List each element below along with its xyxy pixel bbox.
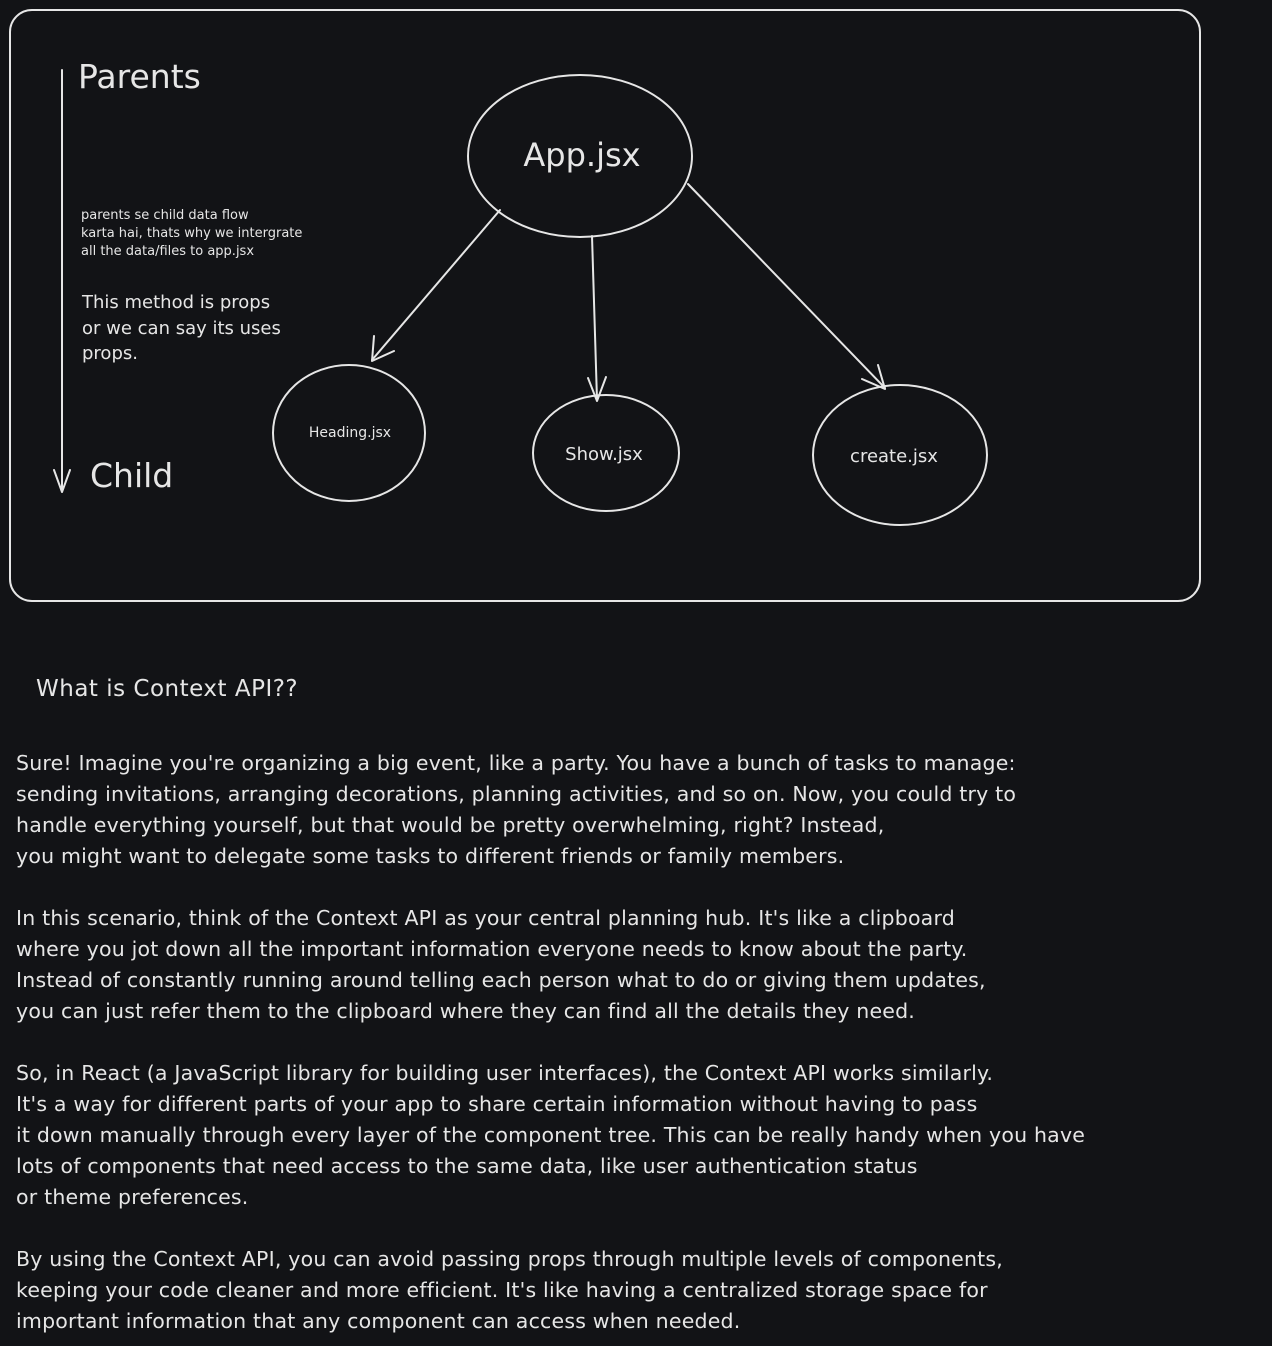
paragraph-2-line-4: you can just refer them to the clipboard… bbox=[16, 999, 916, 1023]
node-show-ellipse bbox=[532, 394, 680, 512]
paragraph-4-line-3: important information that any component… bbox=[16, 1309, 741, 1333]
paragraph-3-line-3: it down manually through every layer of … bbox=[16, 1123, 1086, 1147]
paragraph-2-line-1: In this scenario, think of the Context A… bbox=[16, 906, 955, 930]
node-app-ellipse bbox=[467, 74, 693, 238]
paragraph-1: Sure! Imagine you're organizing a big ev… bbox=[16, 748, 1266, 872]
node-create-label: create.jsx bbox=[850, 446, 938, 467]
paragraph-4-line-2: keeping your code cleaner and more effic… bbox=[16, 1278, 988, 1302]
node-heading-ellipse bbox=[272, 364, 426, 502]
paragraph-3-line-2: It's a way for different parts of your a… bbox=[16, 1092, 978, 1116]
edge-app-to-heading bbox=[371, 209, 501, 362]
paragraph-4-line-1: By using the Context API, you can avoid … bbox=[16, 1247, 1004, 1271]
paragraph-3-line-1: So, in React (a JavaScript library for b… bbox=[16, 1061, 994, 1085]
paragraph-1-line-3: handle everything yourself, but that wou… bbox=[16, 813, 885, 837]
node-app-label: App.jsx bbox=[523, 136, 640, 174]
node-heading-label: Heading.jsx bbox=[309, 425, 391, 441]
node-create: create.jsx bbox=[812, 384, 988, 526]
node-show-label: Show.jsx bbox=[565, 444, 643, 465]
note-medium-line-3: props. bbox=[82, 343, 138, 364]
note-medium-line-2: or we can say its uses bbox=[82, 318, 281, 339]
label-parents: Parents bbox=[78, 57, 201, 96]
node-app: App.jsx bbox=[467, 74, 693, 238]
paragraph-3-line-4: lots of components that need access to t… bbox=[16, 1154, 918, 1178]
article: What is Context API?? Sure! Imagine you'… bbox=[16, 672, 1266, 1337]
node-heading: Heading.jsx bbox=[272, 364, 426, 502]
diagram-frame bbox=[9, 9, 1201, 602]
flow-arrow-head bbox=[53, 469, 71, 493]
note-medium-line-1: This method is props bbox=[81, 292, 270, 313]
node-show: Show.jsx bbox=[532, 394, 680, 512]
paragraph-1-line-2: sending invitations, arranging decoratio… bbox=[16, 782, 1017, 806]
paragraph-2-line-2: where you jot down all the important inf… bbox=[16, 937, 968, 961]
paragraph-3: So, in React (a JavaScript library for b… bbox=[16, 1058, 1266, 1213]
paragraph-4: By using the Context API, you can avoid … bbox=[16, 1244, 1266, 1337]
paragraph-1-line-1: Sure! Imagine you're organizing a big ev… bbox=[16, 751, 1016, 775]
label-child: Child bbox=[90, 456, 173, 495]
article-title: What is Context API?? bbox=[36, 676, 299, 702]
paragraph-2-line-3: Instead of constantly running around tel… bbox=[16, 968, 986, 992]
paragraph-3-line-5: or theme preferences. bbox=[16, 1185, 249, 1209]
note-small-line-3: all the data/files to app.jsx bbox=[81, 244, 254, 259]
edge-app-to-create bbox=[687, 183, 886, 390]
note-small-line-2: karta hai, thats why we intergrate bbox=[81, 226, 302, 241]
node-create-ellipse bbox=[812, 384, 988, 526]
paragraph-1-line-4: you might want to delegate some tasks to… bbox=[16, 844, 845, 868]
paragraph-2: In this scenario, think of the Context A… bbox=[16, 903, 1266, 1027]
edge-app-to-show bbox=[587, 235, 607, 402]
note-small-line-1: parents se child data flow bbox=[81, 208, 249, 223]
